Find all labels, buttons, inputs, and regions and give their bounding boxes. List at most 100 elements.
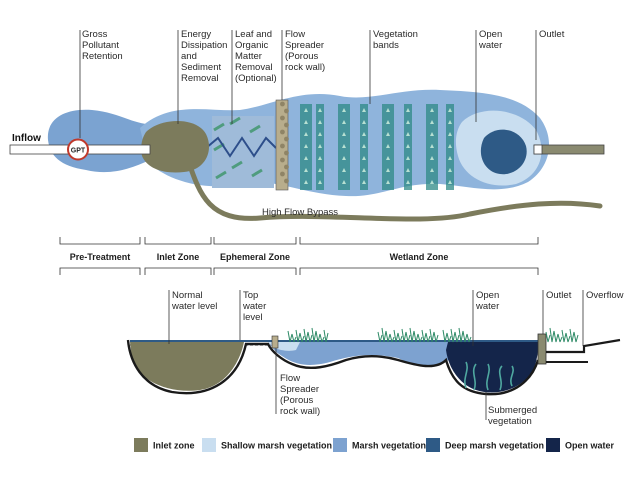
rock-icon <box>284 108 289 114</box>
plant-mark-icon <box>430 180 434 184</box>
section-callout-overflow: Overflow <box>586 290 624 301</box>
reed-icon <box>466 333 472 343</box>
section-open-water <box>446 342 540 393</box>
rock-icon <box>280 115 285 121</box>
plant-mark-icon <box>318 180 322 184</box>
reed-vegetation <box>287 327 579 343</box>
reed-icon <box>553 330 559 343</box>
plant-mark-icon <box>448 120 452 124</box>
plant-mark-icon <box>362 168 366 172</box>
section-inlet-pond <box>130 342 244 391</box>
plant-mark-icon <box>386 168 390 172</box>
plant-mark-icon <box>430 108 434 112</box>
zone-label-wetland: Wetland Zone <box>390 252 449 262</box>
rock-icon <box>280 171 285 177</box>
pre-treatment-water <box>47 109 151 173</box>
plant-mark-icon <box>448 156 452 160</box>
reed-icon <box>405 331 411 343</box>
plant-mark-icon <box>406 120 410 124</box>
reed-icon <box>454 331 460 343</box>
plant-mark-icon <box>342 156 346 160</box>
rock-icon <box>284 136 289 142</box>
gpt-icon <box>67 138 89 161</box>
reed-icon <box>307 331 313 343</box>
plant-mark-icon <box>342 108 346 112</box>
plant-mark-icon <box>304 132 308 136</box>
reed-icon <box>381 327 387 343</box>
plant-mark-icon <box>304 144 308 148</box>
plant-mark-icon <box>304 156 308 160</box>
rock-icon <box>284 150 289 156</box>
callout-outlet: Outlet <box>539 29 565 40</box>
rock-icon <box>284 122 289 128</box>
plant-mark-icon <box>430 132 434 136</box>
outlet-pipe <box>533 144 605 155</box>
reed-icon <box>299 332 305 343</box>
gpt-label: GPT <box>71 148 86 155</box>
rock-pattern <box>280 101 289 184</box>
reed-icon <box>311 327 317 343</box>
plant-mark-icon <box>430 168 434 172</box>
zone-bracket-top-ephemeral <box>213 237 297 245</box>
section-callout-outlet: Outlet <box>546 290 572 301</box>
reed-icon <box>569 328 575 343</box>
reed-icon <box>303 328 309 343</box>
plant-mark-icon <box>318 168 322 172</box>
plant-mark-icon <box>386 132 390 136</box>
reed-icon <box>458 327 464 343</box>
legend-label-inlet-zone: Inlet zone <box>153 441 195 451</box>
plant-mark-icon <box>448 132 452 136</box>
reed-icon <box>545 331 551 343</box>
inlet-zone-blob <box>141 121 210 173</box>
legend-label-shallow-marsh: Shallow marsh vegetation <box>221 441 332 451</box>
plant-mark-icon <box>362 132 366 136</box>
plant-mark-icon <box>318 108 322 112</box>
reed-icon <box>377 331 383 343</box>
plant-mark-icon <box>304 120 308 124</box>
reed-icon <box>565 332 571 343</box>
reed-icon <box>557 333 563 343</box>
plant-mark-icon <box>430 156 434 160</box>
reed-icon <box>462 330 468 343</box>
section-outlet-pipe <box>546 338 621 354</box>
reed-icon <box>287 330 293 343</box>
reed-icon <box>401 328 407 343</box>
plant-mark-icon <box>448 168 452 172</box>
vegetation-bands <box>300 104 454 190</box>
legend-swatch-inlet-zone <box>134 438 148 452</box>
plant-mark-icon <box>386 108 390 112</box>
reed-icon <box>319 333 325 343</box>
high-flow-bypass-label: High Flow Bypass <box>262 207 338 218</box>
plant-mark-icon <box>430 120 434 124</box>
rock-icon <box>284 178 289 184</box>
high-flow-bypass-channel <box>185 157 603 222</box>
plant-mark-icon <box>406 132 410 136</box>
reed-icon <box>295 329 301 343</box>
reed-icon <box>409 327 415 343</box>
reed-icon <box>413 330 419 343</box>
plant-mark-icon <box>448 180 452 184</box>
legend-swatch-shallow-marsh <box>202 438 216 452</box>
plant-mark-icon <box>406 108 410 112</box>
open-water-deep <box>480 129 527 175</box>
plant-mark-icon <box>386 120 390 124</box>
legend: Inlet zone Shallow marsh vegetation Marsh … <box>134 438 615 452</box>
zone-bracket-top-wetland <box>299 237 539 245</box>
plant-mark-icon <box>304 168 308 172</box>
plant-mark-icon <box>362 156 366 160</box>
legend-label-marsh: Marsh vegetation <box>352 441 426 451</box>
plant-mark-icon <box>342 120 346 124</box>
plant-mark-icon <box>318 120 322 124</box>
plant-mark-icon <box>448 144 452 148</box>
